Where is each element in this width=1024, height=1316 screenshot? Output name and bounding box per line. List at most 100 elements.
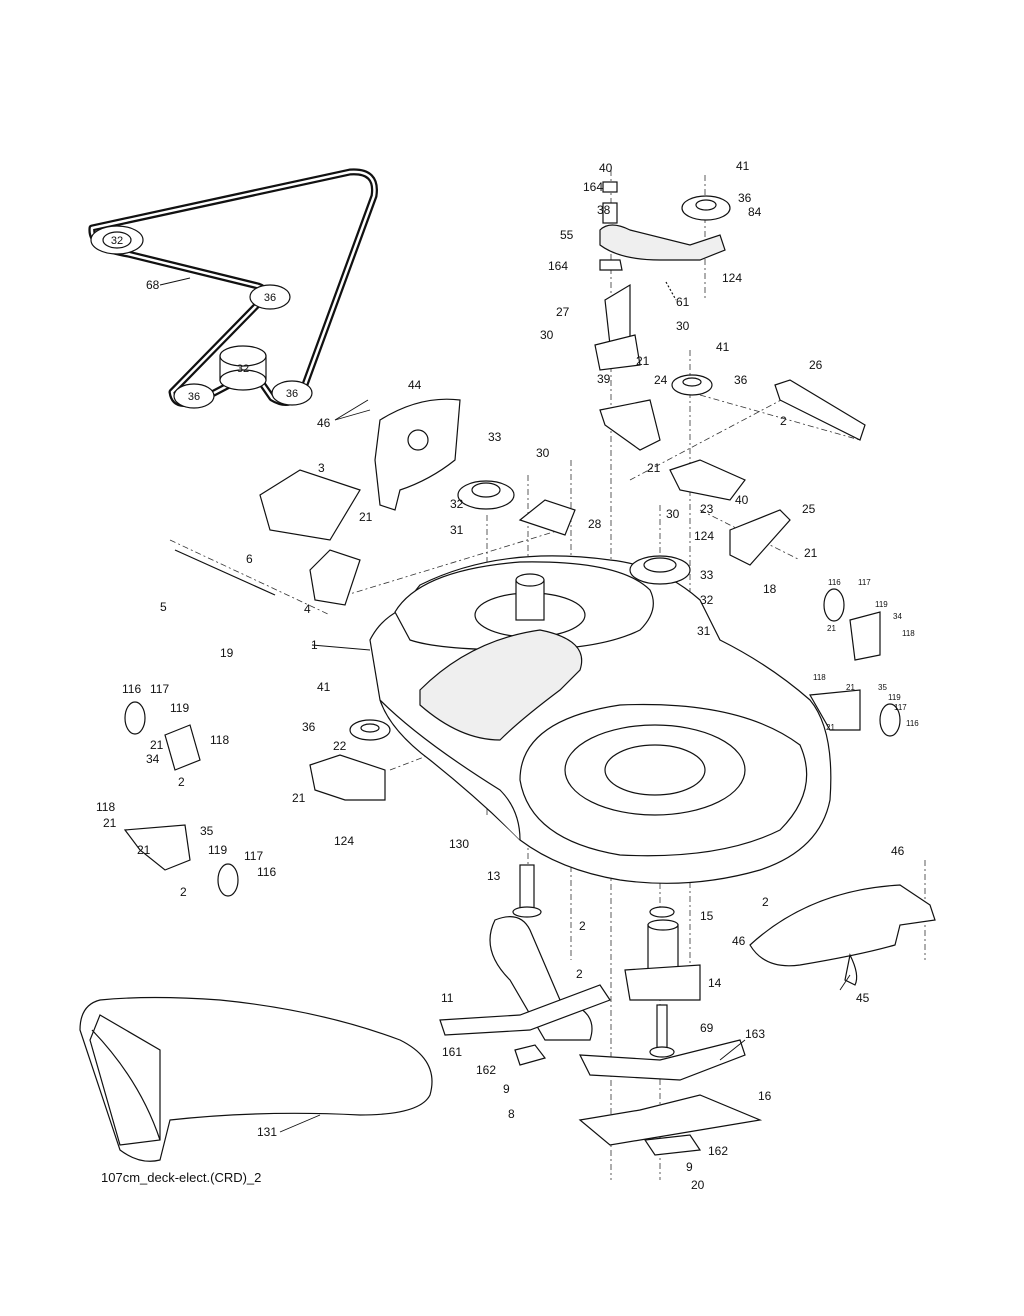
part-label: 27 — [556, 305, 570, 319]
part-label: 161 — [442, 1045, 462, 1059]
part-label: 40 — [735, 493, 749, 507]
part-label: 117 — [858, 578, 871, 587]
part-label: 116 — [906, 719, 919, 728]
part-label: 46 — [732, 934, 746, 948]
blade-16 — [578, 1094, 763, 1146]
part-label: 124 — [334, 834, 354, 848]
part-label: 2 — [762, 895, 769, 909]
gauge-wheel-right-upper — [823, 588, 881, 661]
belt-pulley-bottom-left: 36 — [173, 383, 215, 409]
part-label: 21 — [846, 683, 855, 692]
part-label: 25 — [802, 502, 816, 516]
part-label: 16 — [758, 1089, 772, 1103]
part-label: 2 — [576, 967, 583, 981]
part-label: 3 — [318, 461, 325, 475]
pulley-label: 36 — [264, 292, 276, 304]
part-label: 21 — [827, 624, 836, 633]
part-label: 9 — [686, 1160, 693, 1174]
part-label: 69 — [700, 1021, 714, 1035]
part-label: 13 — [487, 869, 501, 883]
part-label: 119 — [208, 843, 227, 857]
pulley-label: 32 — [237, 363, 249, 375]
gauge-wheel-left-lower — [123, 824, 239, 897]
part-label: 24 — [654, 373, 668, 387]
part-label: 119 — [170, 701, 189, 715]
part-label: 21 — [137, 843, 151, 857]
part-label: 18 — [763, 582, 777, 596]
blade-161 — [439, 984, 611, 1036]
part-label: 33 — [700, 568, 714, 582]
rod-6 — [174, 549, 276, 596]
part-label: 116 — [257, 865, 276, 879]
part-label: 36 — [734, 373, 748, 387]
diagram-caption: 107cm_deck-elect.(CRD)_2 — [101, 1170, 262, 1185]
pulley-32-left — [457, 480, 515, 510]
part-label: 38 — [597, 203, 611, 217]
part-label: 21 — [804, 546, 818, 560]
part-label: 118 — [210, 733, 229, 747]
spindle-housing-14 — [624, 906, 701, 1001]
blade-163 — [578, 1039, 746, 1081]
part-label: 36 — [302, 720, 316, 734]
part-label: 6 — [246, 552, 253, 566]
part-label: 33 — [488, 430, 502, 444]
part-label: 41 — [317, 680, 331, 694]
belt-guard-44 — [374, 398, 461, 511]
pulley-label: 32 — [111, 235, 123, 247]
pulley-32-right — [629, 555, 691, 585]
part-label: 28 — [588, 517, 602, 531]
part-label: 1 — [311, 638, 318, 652]
part-label: 32 — [450, 497, 464, 511]
part-label: 45 — [856, 991, 870, 1005]
part-label: 14 — [708, 976, 722, 990]
leader-lines — [159, 277, 851, 1133]
part-label: 2 — [178, 775, 185, 789]
part-label: 61 — [676, 295, 690, 309]
part-label: 32 — [700, 593, 714, 607]
part-label: 46 — [891, 844, 905, 858]
adapter-162-upper — [514, 1044, 547, 1066]
part-label: 35 — [200, 824, 214, 838]
bracket-4 — [309, 549, 361, 606]
side-guard — [749, 884, 936, 986]
part-label: 118 — [902, 629, 915, 638]
belt-pulley-bottom-right: 36 — [271, 380, 313, 406]
bracket-22 — [309, 754, 386, 801]
part-label: 21 — [359, 510, 373, 524]
part-label: 164 — [583, 180, 603, 194]
part-label: 4 — [304, 602, 311, 616]
part-label: 15 — [700, 909, 714, 923]
part-label: 124 — [722, 271, 742, 285]
part-label: 130 — [449, 837, 469, 851]
part-label: 117 — [150, 682, 169, 696]
pulley-36-left — [349, 719, 391, 741]
part-label: 46 — [317, 416, 331, 430]
gauge-wheel-right-lower — [809, 689, 901, 737]
part-label: 163 — [745, 1027, 765, 1041]
part-label: 41 — [716, 340, 730, 354]
part-label: 31 — [697, 624, 711, 638]
belt-pulley-top-left: 32 — [90, 225, 144, 255]
part-label: 39 — [597, 372, 611, 386]
part-label: 20 — [691, 1178, 705, 1192]
part-label: 19 — [220, 646, 234, 660]
part-label: 119 — [888, 693, 901, 702]
part-label: 5 — [160, 600, 167, 614]
part-label: 118 — [813, 673, 826, 682]
part-labels: 40 41 164 36 84 38 55 124 164 61 27 30 3… — [96, 159, 919, 1192]
part-label: 36 — [738, 191, 752, 205]
part-label: 116 — [828, 578, 841, 587]
belt-pulley-center: 32 — [219, 345, 267, 391]
part-label: 2 — [579, 919, 586, 933]
spindle-13 — [512, 864, 542, 918]
part-label: 11 — [441, 991, 454, 1005]
part-label: 21 — [150, 738, 164, 752]
bracket-3 — [259, 469, 361, 541]
part-label: 26 — [809, 358, 823, 372]
part-label: 31 — [450, 523, 464, 537]
part-label: 30 — [666, 507, 680, 521]
part-label: 35 — [878, 683, 887, 692]
bracket-24 — [599, 399, 661, 451]
pulley-label: 36 — [188, 391, 200, 403]
bracket-28 — [518, 499, 576, 536]
